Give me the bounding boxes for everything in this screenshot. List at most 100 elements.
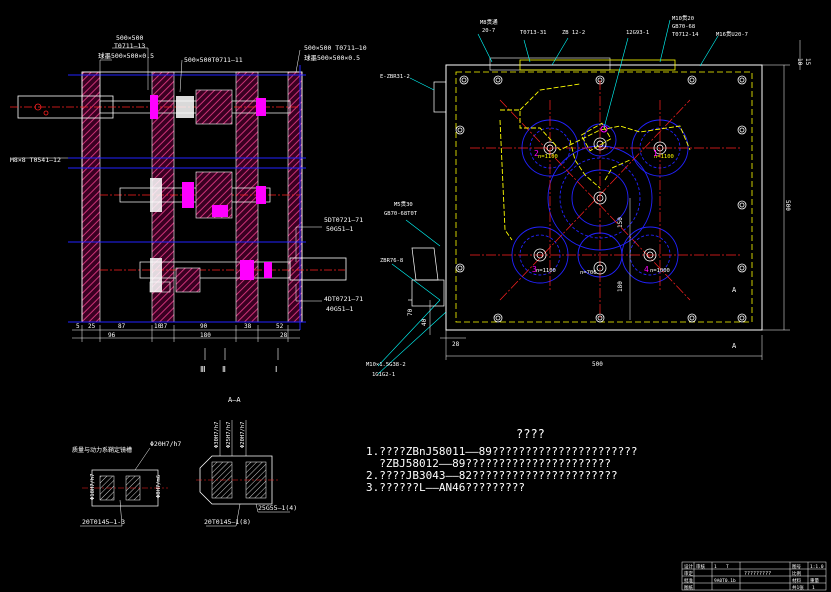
gear-num-2: 1 [653,149,658,158]
left-wall [81,71,101,323]
plan-view: M8贯通 20-7 T0713-31 ZB 12-2 12G93-1 M10贯2… [366,15,811,378]
top-spec-2: 500×500T0711—11 [184,56,243,64]
svg-text:比例: 比例 [792,570,801,577]
technical-notes: ???? 1.????ZBnJ58011——89????????????????… [366,428,638,494]
svg-text:T: T [726,564,729,570]
dim-52: 52 [276,323,284,330]
label-t0713: T0713-31 [520,30,547,36]
label-n5: n=1000 [650,268,670,274]
bolt-holes [455,75,747,323]
dim-37: 37 [160,323,168,330]
label-ezb: E-ZBR31-2 [380,74,410,80]
title-block-text: 设计 审核 1 T ????????? 图号 比例 1:1.0 审定 批准 9A… [684,563,824,591]
svg-text:审定: 审定 [684,570,693,577]
label-zbr: ZBR76-8 [380,258,403,264]
label-n1: n=1100 [538,154,558,160]
section-marker-3: Ⅲ [200,365,206,374]
label-n2: n=1100 [654,154,674,160]
d3-fit: Φ8H7/m6 [156,475,162,498]
label-zb: ZB 12-2 [562,30,585,36]
section-marker-1: Ⅰ [275,365,277,374]
d6-part: 25G55—1(4) [258,504,297,512]
dim-25: 25 [88,323,96,330]
left-detail-note: 质量与动力系鞘定镜槽 [72,446,132,454]
a-mark-2: A [732,342,737,350]
v2-fit: Φ25H7/h7 [226,422,232,449]
gear-num-1: 2 [534,149,539,158]
dim-10: 10 [796,58,803,66]
v3-fit: Φ20H7/h7 [240,422,246,449]
d4-part: 20T0145—1-3 [82,518,125,526]
svg-text:审核: 审核 [696,563,705,570]
label-m8: M8贯通 [480,18,498,26]
shaft-2 [100,171,300,219]
shaft-1 [10,89,300,125]
top-spec-1c: 球墨500×500×0.5 [98,51,154,60]
note-line-3: 2.????JB3043——82?????????????????????? [366,469,618,482]
note-line-2: ?ZBJ58012——89?????????????????????? [366,457,612,470]
label-m5: M5贯30 [394,201,413,208]
label-m16: M16贯U20-7 [716,31,748,38]
label-n4: n=706 [580,270,597,276]
d1-fit: Φ20H7/h7 [150,440,181,448]
right-callout-1: 5DT0721—71 [324,216,363,224]
label-1g1g: 1G1G2-1 [372,372,395,378]
detail-title: A—A [228,396,241,404]
left-callout: M8×8 T0541—12 [10,156,61,164]
dim-28: 28 [452,341,460,348]
svg-text:图号: 图号 [792,564,801,570]
dim-10: 10 [154,323,162,330]
svg-text:图纸: 图纸 [684,584,693,591]
dim-5: 5 [76,323,80,330]
section-view: 500×500 T0711—13 球墨500×500×0.5 500×500T0… [10,34,367,374]
svg-text:批准: 批准 [684,577,693,584]
dim-28: 28 [280,332,288,339]
detail-views: 质量与动力系鞘定镜槽 Φ20H7/h7 Φ18H7/h7 Φ8H7/m6 20T… [72,396,297,527]
dim-500-v: 500 [784,200,791,211]
top-spec-3b: 球墨500×500×0.5 [304,53,360,62]
label-gb70: GB70-68 [672,24,695,30]
dim-38: 38 [244,323,252,330]
gear-num-3: 3 [532,265,537,274]
dim-40: 40 [421,318,428,326]
title-block [681,561,827,591]
label-t0712: T0712-14 [672,32,699,38]
dim-180: 180 [617,281,624,292]
svg-text:材料: 材料 [792,577,801,584]
dim-70: 70 [407,308,414,316]
mid-wall-2 [235,71,259,323]
housing-outer [445,64,763,331]
right-callout-1b: 50G51—1 [326,225,353,233]
dim-96: 96 [108,332,116,339]
shift-arm [499,83,691,241]
top-spec-3: 500×500 T0711—10 [304,44,367,52]
svg-text:1: 1 [714,564,717,570]
top-spec-1b: T0711—13 [114,42,145,50]
section-marker-2: Ⅱ [222,365,226,374]
svg-text:设计: 设计 [684,563,693,570]
dim-87: 87 [118,323,126,330]
label-1293: 12G93-1 [626,30,649,36]
dim-15: 15 [804,58,811,66]
svg-text:1:1.0: 1:1.0 [810,564,824,570]
label-gb70b: GB70-68T0T [384,211,418,217]
right-callout-2: 4DT0721—71 [324,295,363,303]
svg-text:共1张: 共1张 [792,584,804,591]
label-m8b: 20-7 [482,28,495,34]
svg-text:9A0T0.1b: 9A0T0.1b [714,578,736,584]
d5-part: 20T0145—1(8) [204,518,251,526]
dim-150: 150 [617,217,624,228]
dim-90: 90 [200,323,208,330]
gear-num-4: 4 [644,265,649,274]
label-n3: n=1100 [536,268,556,274]
notes-title: ???? [516,427,545,441]
label-m10: M10贯20 [672,15,694,22]
right-callout-2b: 40G51—1 [326,305,353,313]
shaft-3 [100,257,347,293]
dim-500-h: 500 [592,361,603,368]
v1-fit: Φ30H7/h7 [214,422,220,449]
svg-text:?????????: ????????? [744,571,771,577]
note-line-1: 1.????ZBnJ58011——89?????????????????????… [366,445,638,458]
top-spec-1: 500×500 [116,34,143,42]
